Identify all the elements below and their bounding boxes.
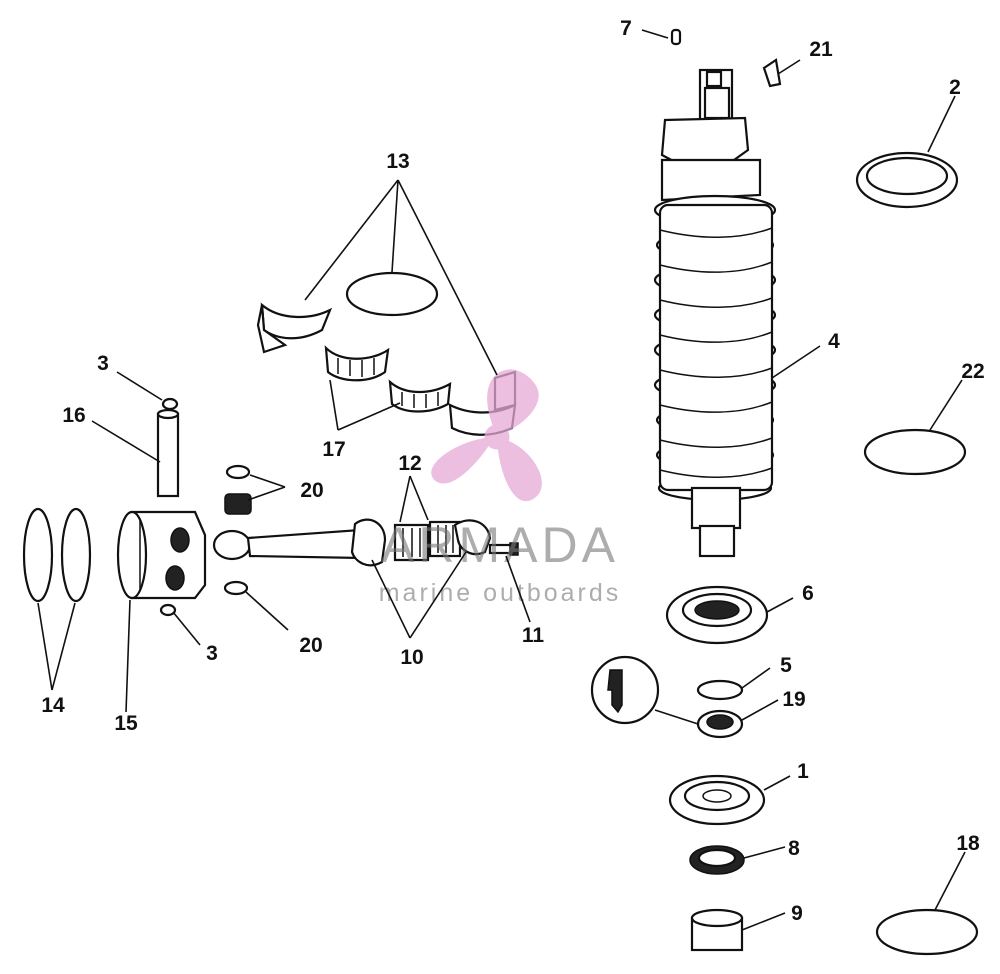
callout-3-bottom: 3 (206, 642, 218, 665)
clip-part-3-bottom (159, 603, 177, 617)
callout-2: 2 (949, 76, 961, 99)
wrist-pin-part-16 (156, 408, 180, 498)
callout-labels: 1 2 3 3 4 5 6 7 8 9 10 11 12 13 14 15 16… (41, 17, 984, 925)
callout-5: 5 (780, 654, 792, 677)
callout-21: 21 (809, 38, 833, 61)
callout-16: 16 (62, 404, 85, 427)
callout-22: 22 (961, 360, 984, 383)
needle-bearing-part-12a (393, 523, 430, 562)
pin-part-7 (670, 28, 682, 46)
callout-13: 13 (386, 150, 409, 173)
callout-10: 10 (400, 646, 423, 669)
clip-part-3-top (161, 397, 179, 411)
needle-cage-part-17b (388, 379, 452, 413)
bearing-housing-part-1 (668, 774, 766, 826)
callout-11: 11 (522, 624, 545, 647)
seal-part-19 (696, 709, 744, 739)
watermark-tagline: marine outboards (379, 579, 622, 607)
bolt-part-11 (488, 542, 519, 556)
callout-12: 12 (398, 452, 421, 475)
callout-20-bottom: 20 (299, 634, 322, 657)
crankshaft-part (653, 68, 777, 558)
callout-1: 1 (797, 760, 809, 783)
washer-part-20-bottom (223, 580, 249, 596)
retaining-ring-part-13 (345, 271, 439, 317)
watermark-brand: ARMADA (381, 517, 619, 573)
callout-15: 15 (114, 712, 138, 735)
callout-9: 9 (791, 902, 803, 925)
watermark-logo (431, 369, 542, 502)
o-ring-part-22 (863, 428, 967, 476)
callout-19: 19 (782, 688, 805, 711)
piston-ring-part-14a (22, 507, 54, 603)
callout-7: 7 (620, 17, 632, 40)
ball-bearing-part-6 (665, 585, 769, 645)
piston-ring-part-14b (60, 507, 92, 603)
callout-3-top: 3 (97, 352, 109, 375)
needle-bearing-part-20 (224, 493, 252, 515)
detail-magnifier (590, 655, 699, 725)
bearing-half-part-13a (260, 302, 333, 340)
callout-20-top: 20 (300, 479, 323, 502)
seal-part-8 (689, 845, 745, 875)
retaining-ring-part-5 (696, 679, 744, 701)
callout-4: 4 (828, 330, 840, 353)
rod-cap-part-10 (453, 519, 492, 556)
needle-bearing-part-12b (428, 520, 462, 558)
key-part-21 (762, 58, 782, 88)
leader-lines (37, 29, 966, 931)
callout-18: 18 (956, 832, 980, 855)
callout-6: 6 (802, 582, 814, 605)
callout-17: 17 (322, 438, 345, 461)
needle-cage-part-17a (324, 345, 390, 382)
sleeve-part-9 (690, 908, 744, 952)
connecting-rod (212, 518, 387, 567)
seal-ring-part-2 (855, 151, 959, 209)
callout-14: 14 (41, 694, 65, 717)
callout-8: 8 (788, 837, 800, 860)
o-ring-part-18 (875, 908, 979, 956)
piston-part-15 (116, 510, 207, 600)
washer-part-20-top (225, 464, 251, 480)
